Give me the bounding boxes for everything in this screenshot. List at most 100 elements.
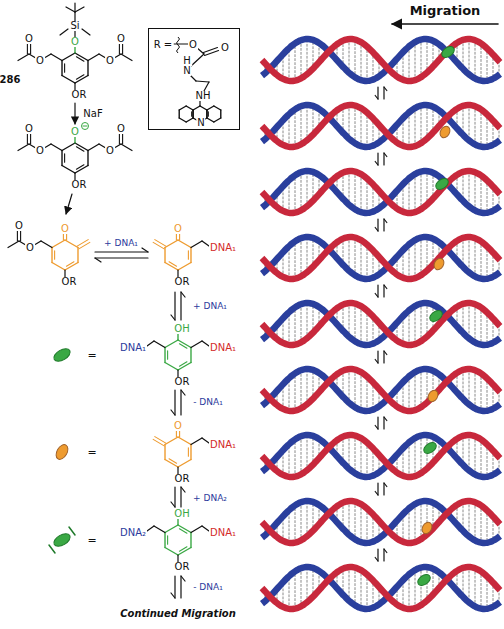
base-pair: [421, 238, 422, 276]
base-pair: [295, 307, 296, 344]
dna-strand: [262, 237, 500, 279]
bond-line: [75, 7, 84, 12]
atom-label: N: [196, 118, 205, 128]
base-pair: [421, 502, 422, 540]
base-pair: [367, 245, 368, 279]
ring-bond: [62, 76, 75, 84]
ring-bond: [164, 445, 165, 460]
base-pair: [421, 370, 422, 408]
base-pair: [349, 39, 350, 73]
base-pair: [481, 373, 482, 410]
double-bond: [179, 234, 180, 240]
equilibrium-arrow: [383, 285, 384, 297]
base-pair: [295, 241, 296, 278]
crosslink-icon: [69, 527, 75, 535]
bond-line: [74, 137, 75, 143]
ring-double-bond: [76, 75, 83, 79]
atom-label: NH: [195, 91, 212, 101]
base-pair: [409, 178, 410, 213]
ring-double-bond: [179, 362, 186, 366]
ring-double-bond: [188, 251, 189, 260]
crosslink-icon: [52, 531, 73, 549]
atom-label: O: [14, 221, 24, 231]
reaction-arrow: [66, 194, 72, 214]
dna-strand: [262, 435, 500, 477]
bond-line: [191, 341, 202, 348]
base-pair: [355, 238, 356, 276]
base-pair: [475, 106, 476, 144]
bond-line: [191, 526, 202, 533]
equilibrium-arrow: [383, 417, 384, 429]
double-bond: [63, 234, 64, 240]
dna-strand: [262, 567, 500, 609]
base-pair: [421, 568, 422, 606]
base-pair: [475, 304, 476, 342]
ring-bond: [51, 248, 52, 263]
equals-sign: =: [86, 447, 97, 458]
double-bond: [30, 44, 31, 54]
bond-line: [88, 54, 99, 61]
base-pair: [415, 504, 416, 542]
base-pair: [367, 443, 368, 477]
base-pair: [295, 43, 296, 80]
bond-line: [202, 526, 209, 531]
base-pair: [421, 172, 422, 210]
substituent-label: OR: [174, 377, 191, 387]
crosslink-marker: [428, 308, 445, 323]
equilibrium-arrow: [171, 315, 175, 320]
migration-arrow: [392, 23, 498, 25]
bond-line: [74, 173, 75, 180]
double-bond: [17, 231, 18, 241]
base-pair: [481, 43, 482, 80]
bond-line: [64, 270, 65, 277]
double-bond: [27, 134, 28, 144]
ring-bond: [165, 240, 178, 248]
equilibrium-arrow: [171, 593, 175, 598]
artwork: [8, 3, 500, 609]
equilibrium-arrow: [181, 576, 185, 581]
base-pair: [307, 435, 308, 470]
ring-bond: [190, 348, 191, 363]
double-bond: [155, 240, 166, 247]
dna-label: DNA₁: [209, 343, 237, 353]
base-pair: [289, 378, 290, 411]
bond-line: [121, 54, 132, 61]
double-bond: [179, 431, 180, 437]
dna-strand: [262, 237, 500, 279]
base-pair: [307, 237, 308, 272]
base-pair: [289, 510, 290, 543]
base-pair: [301, 238, 302, 276]
equilibrium-arrow: [375, 162, 378, 166]
base-pair: [481, 175, 482, 212]
atom-label: O: [105, 56, 115, 66]
base-pair: [367, 377, 368, 411]
base-pair: [355, 106, 356, 144]
substituent-label: OR: [174, 562, 191, 572]
double-bond: [77, 240, 88, 247]
base-pair: [415, 438, 416, 476]
bond-line: [172, 43, 188, 44]
ring-bond: [192, 110, 193, 118]
ring-bond: [186, 106, 193, 110]
ring-bond: [164, 348, 165, 363]
ring-double-bond: [76, 165, 83, 169]
ring-bond: [214, 118, 221, 122]
bond-line: [177, 370, 178, 377]
base-pair: [367, 575, 368, 609]
bond-line: [51, 54, 62, 61]
ring-bond: [206, 110, 207, 118]
ring-bond: [75, 53, 88, 61]
base-pair: [301, 40, 302, 78]
double-bond: [122, 44, 123, 54]
base-pair: [475, 568, 476, 606]
ring-bond: [75, 143, 88, 151]
heading-label: Migration: [409, 4, 482, 17]
base-pair: [301, 172, 302, 210]
ring-bond: [178, 437, 191, 445]
base-pair: [307, 303, 308, 338]
base-pair: [415, 240, 416, 278]
atom-label: O: [188, 40, 198, 50]
base-pair: [415, 306, 416, 344]
atom-label: O: [70, 37, 80, 47]
base-pair: [469, 567, 470, 602]
